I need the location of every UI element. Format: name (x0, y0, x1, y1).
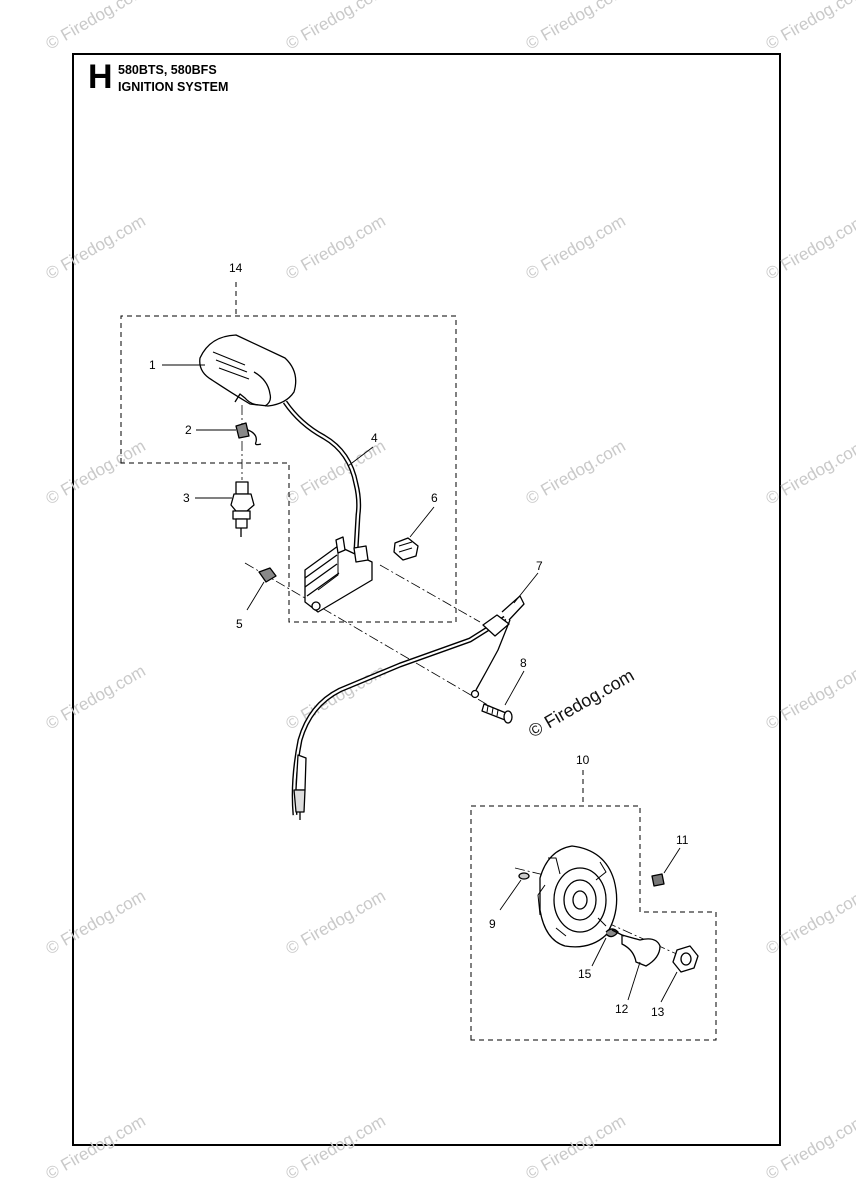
leader-9 (499, 879, 522, 911)
callout-3: 3 (183, 491, 190, 505)
part-10-flywheel (537, 845, 618, 948)
leader-5 (246, 581, 265, 611)
watermark-text: © Firedog.com (763, 211, 856, 283)
callout-7: 7 (536, 559, 543, 573)
watermark-text-center: © Firedog.com (525, 665, 637, 741)
watermark-text: © Firedog.com (523, 211, 629, 283)
part-12-pawl-arm (611, 929, 661, 967)
section-letter: H (88, 58, 113, 96)
callout-15: 15 (578, 967, 592, 981)
callout-9: 9 (489, 917, 496, 931)
group-box-14 (120, 315, 457, 623)
watermark-text: © Firedog.com (763, 661, 856, 733)
part-8-screw (481, 703, 513, 724)
leader-8 (504, 670, 525, 706)
part-1-boot-cover (199, 334, 297, 407)
part-6-block (393, 537, 419, 561)
callout-1: 1 (149, 358, 156, 372)
callout-2: 2 (185, 423, 192, 437)
watermark-text: © Firedog.com (43, 211, 149, 283)
stop-cable-outer (291, 615, 507, 816)
group-boxes (120, 282, 717, 1041)
callout-8: 8 (520, 656, 527, 670)
ignition-lead-inner (284, 401, 360, 551)
watermark-text: © Firedog.com (523, 0, 629, 53)
part-7-stop-cable (293, 595, 525, 820)
leader-6 (409, 506, 435, 538)
watermark-text: © Firedog.com (523, 436, 629, 508)
part-9-key (518, 872, 530, 880)
callout-14: 14 (229, 261, 243, 275)
leader-13 (660, 971, 678, 1003)
callout-4: 4 (371, 431, 378, 445)
watermark-text: © Firedog.com (283, 886, 389, 958)
axis-module-line (379, 564, 481, 623)
watermark-text: © Firedog.com (283, 211, 389, 283)
callout-10: 10 (576, 753, 590, 767)
parts (199, 334, 699, 973)
watermark-text: © Firedog.com (43, 436, 149, 508)
callout-12: 12 (615, 1002, 629, 1016)
watermark-text: © Firedog.com (523, 1111, 629, 1183)
watermark-text: © Firedog.com (283, 1111, 389, 1183)
part-13-nut (672, 945, 699, 973)
diagram-frame (72, 53, 781, 1146)
callout-labels: 14 1 2 3 4 6 5 7 8 10 11 9 15 12 13 (149, 261, 689, 1019)
group-box-10 (470, 805, 717, 1041)
callout-leaders (162, 364, 681, 1003)
watermark-text: © Firedog.com (763, 1111, 856, 1183)
callout-6: 6 (431, 491, 438, 505)
diagram-title: IGNITION SYSTEM (118, 80, 229, 94)
watermark-text: © Firedog.com (43, 1111, 149, 1183)
callout-13: 13 (651, 1005, 665, 1019)
part-11-pawl (651, 873, 665, 887)
watermark-text: © Firedog.com (43, 661, 149, 733)
leader-12 (627, 961, 641, 1001)
watermark-text: © Firedog.com (763, 436, 856, 508)
leader-7 (513, 572, 539, 604)
leader-4 (347, 446, 374, 467)
watermark-text: © Firedog.com (43, 0, 149, 53)
leader-11 (663, 847, 681, 874)
watermark-text: © Firedog.com (283, 0, 389, 53)
watermark-layer: © Firedog.com © Firedog.com © Firedog.co… (43, 0, 856, 1183)
watermark-text: © Firedog.com (283, 661, 389, 733)
model-numbers: 580BTS, 580BFS (118, 63, 217, 77)
part-5-spacer (258, 567, 277, 583)
watermark-text: © Firedog.com (43, 886, 149, 958)
watermark-text: © Firedog.com (763, 886, 856, 958)
part-4-ignition-module (304, 536, 373, 613)
callout-5: 5 (236, 617, 243, 631)
axis-bolt-line (244, 562, 506, 716)
part-2-spring (235, 422, 262, 446)
callout-11: 11 (676, 833, 689, 847)
leader-15 (591, 937, 607, 967)
stop-cable-inner (293, 617, 506, 816)
watermark-text: © Firedog.com (763, 0, 856, 53)
part-3-spark-plug (230, 481, 255, 537)
